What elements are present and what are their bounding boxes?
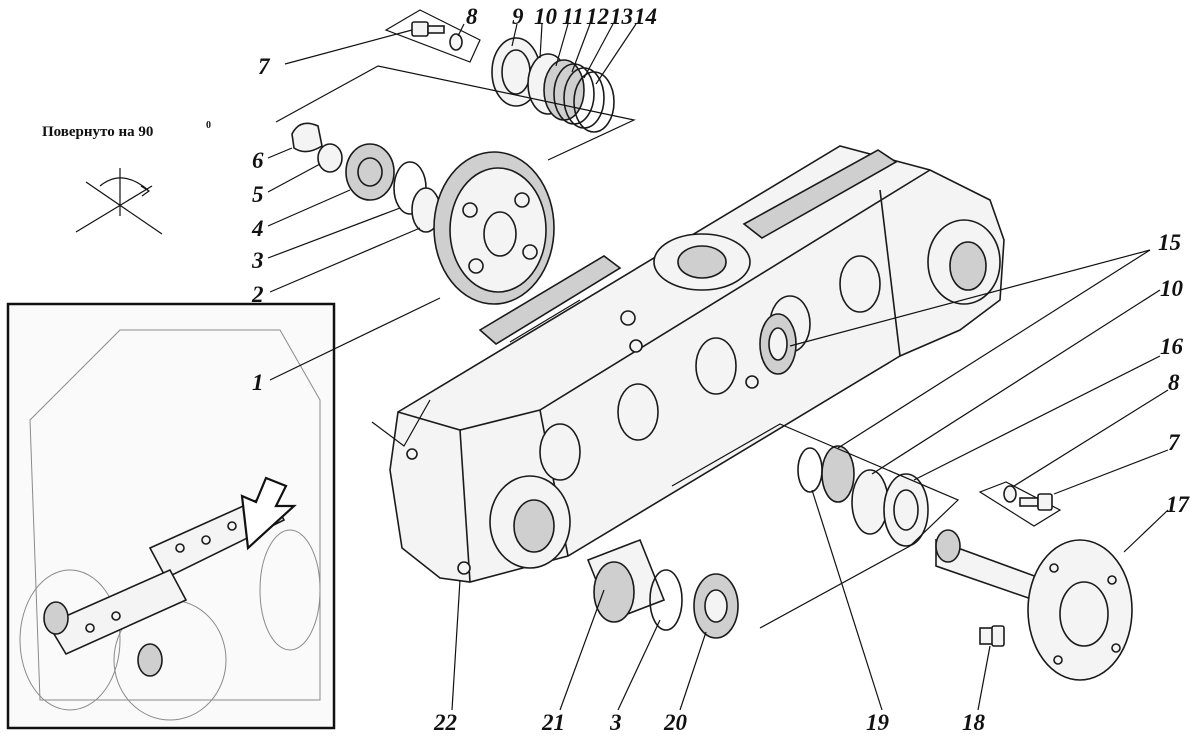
callout-2: 2: [251, 282, 264, 307]
rotation-caption-text: Повернуто на 90: [42, 124, 153, 140]
housing-top-window-left: [478, 255, 622, 345]
housing-bore-1: [539, 423, 581, 481]
axle-shaft-17: [935, 529, 1133, 681]
callout-15: 15: [1158, 230, 1181, 255]
leader-lines: [267, 23, 1169, 711]
bottom-bearing-group: [586, 538, 739, 639]
top-seal-group: [275, 9, 636, 161]
callout-5: 5: [252, 182, 264, 207]
callout-17: 17: [1166, 492, 1191, 517]
nut-5: [317, 143, 343, 173]
callout-13: 13: [610, 4, 633, 29]
callout-8-top: 8: [466, 4, 478, 29]
main-housing: [371, 145, 1005, 583]
callout-12: 12: [586, 4, 609, 29]
callout-10-right: 10: [1160, 276, 1184, 301]
location-inset: [6, 302, 336, 730]
callout-19: 19: [866, 710, 890, 735]
housing-top-window-right: [742, 149, 898, 239]
bolt-outline-box: [384, 9, 481, 63]
gear-1: [433, 151, 555, 305]
washer-8-top: [449, 33, 463, 51]
callout-20: 20: [663, 710, 688, 735]
bolt-7-top: [411, 21, 445, 37]
housing-bore-3: [695, 337, 737, 395]
callout-9: 9: [512, 4, 524, 29]
location-arrow-icon: [240, 476, 297, 551]
callout-7-top: 7: [258, 54, 271, 79]
seal-10-right: [851, 469, 889, 535]
rotation-caption-degree: 0: [206, 120, 211, 131]
housing-bore-2: [617, 383, 659, 441]
bolt-18: [979, 625, 1005, 647]
callout-10-top: 10: [534, 4, 558, 29]
cover-16: [883, 473, 929, 547]
callout-4: 4: [251, 216, 264, 241]
callout-14: 14: [634, 4, 657, 29]
rotation-symbol-icon: [75, 168, 163, 235]
rotation-caption: Повернуто на 90 0: [42, 120, 211, 140]
bolt-7-right: [1019, 493, 1053, 511]
callout-8-right: 8: [1168, 370, 1180, 395]
callout-3-top: 3: [251, 248, 264, 273]
lock-washer-6: [291, 122, 323, 153]
bearing-4: [345, 143, 395, 201]
ring-19: [797, 447, 823, 493]
callout-22: 22: [433, 710, 457, 735]
ring-14: [573, 71, 615, 133]
callout-1: 1: [252, 370, 264, 395]
seal-15: [821, 445, 855, 503]
snap-ring-3-bottom: [649, 569, 683, 631]
left-small-parts: [291, 122, 581, 343]
bolt-outline-box-right: [978, 481, 1062, 527]
callout-16: 16: [1160, 334, 1184, 359]
callout-18: 18: [962, 710, 986, 735]
housing-bore-5: [839, 255, 881, 313]
callout-3-bottom: 3: [609, 710, 622, 735]
callout-6: 6: [252, 148, 264, 173]
callout-11: 11: [562, 4, 584, 29]
right-seal-group: [671, 313, 1062, 629]
callout-numbers: 8 9 10 11 12 13 14 7 6 5 4 3 2 1 15 10 1…: [251, 4, 1191, 735]
callout-7-right: 7: [1168, 430, 1181, 455]
callout-21: 21: [541, 710, 565, 735]
washer-8-right: [1003, 485, 1017, 503]
